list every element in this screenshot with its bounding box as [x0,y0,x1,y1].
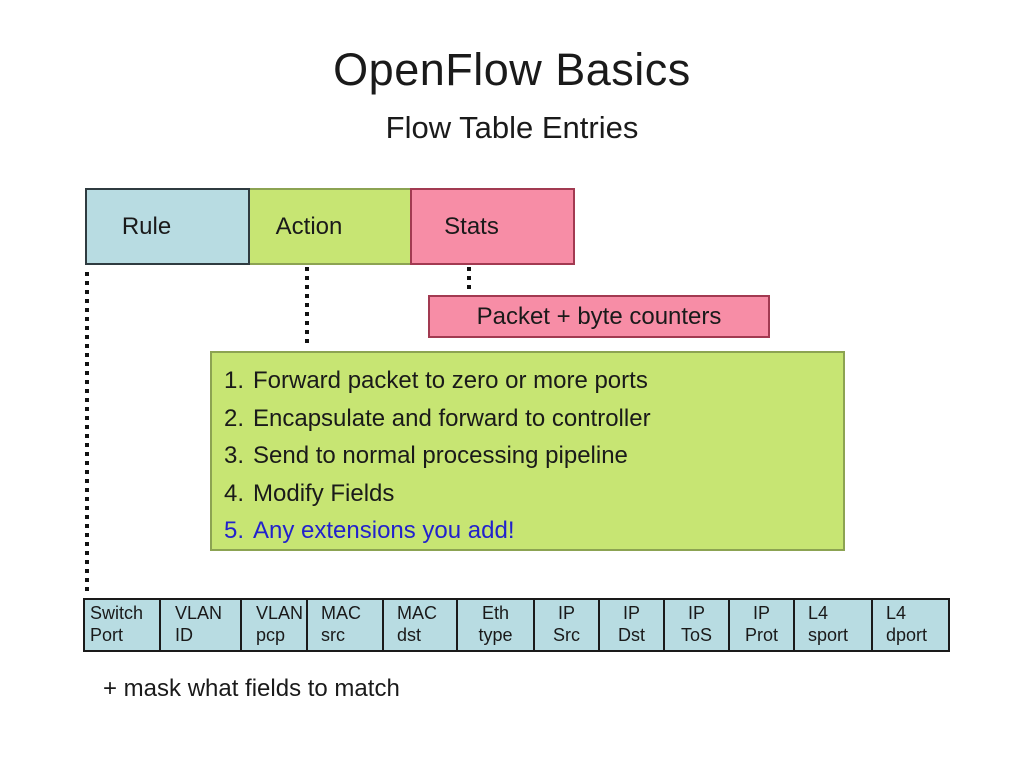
field-line: Switch [90,603,144,623]
action-item-number: 4. [224,479,245,507]
rule-connector-line [85,272,89,594]
field-cell-ip-src: IP Src [533,598,600,652]
field-line: MAC [397,603,437,623]
field-cell-mac-dst: MAC dst [382,598,458,652]
field-line: L4 [886,603,907,623]
field-line: IP [557,603,575,623]
field-line: ID [175,625,193,645]
stats-connector-line [467,267,471,294]
field-cell-eth-type: Eth type [456,598,535,652]
field-line: dst [397,625,422,645]
field-cell-switch-port: Switch Port [83,598,161,652]
field-cell-mac-src: MAC src [306,598,384,652]
action-item-text: Modify Fields [253,479,395,507]
field-cell-l4-dport: L4 dport [871,598,950,652]
field-line: IP [687,603,705,623]
field-line: MAC [321,603,361,623]
field-line: sport [808,625,849,645]
slide-subtitle: Flow Table Entries [385,110,639,145]
field-line: type [478,625,513,645]
field-line: VLAN [256,603,304,623]
action-item-text: Encapsulate and forward to controller [253,404,651,432]
action-item-number: 3. [224,442,245,469]
field-line: Port [90,625,124,645]
field-line: pcp [256,625,286,645]
field-line: Src [553,625,580,645]
field-line: Prot [744,625,778,645]
action-item-number: 2. [224,404,245,432]
field-line: Dst [618,625,645,645]
action-connector-line [305,267,309,347]
field-cell-ip-tos: IP ToS [663,598,730,652]
field-line: Eth [481,603,510,623]
field-cell-l4-sport: L4 sport [793,598,873,652]
action-item-number: 5. [224,517,245,544]
action-list-item: 3. Send to normal processing pipeline [218,437,843,475]
header-fields-row: Switch Port VLAN ID VLAN pcp MAC src MAC… [83,598,950,652]
slide-title: OpenFlow Basics [333,44,691,95]
flow-entry-row: Rule Action Stats [85,188,575,265]
field-cell-ip-dst: IP Dst [598,598,665,652]
field-line: VLAN [175,603,223,623]
rule-box: Rule [85,188,250,265]
action-label: Action [275,212,343,240]
action-list-item: 1. Forward packet to zero or more ports [218,362,843,400]
field-line: src [321,625,345,645]
action-item-text: Forward packet to zero or more ports [253,367,648,394]
packet-byte-counters-label: Packet + byte counters [476,302,722,330]
stats-label: Stats [444,212,499,240]
packet-byte-counters-box: Packet + byte counters [428,295,770,338]
field-line: IP [622,603,640,623]
action-list-box: 1. Forward packet to zero or more ports … [210,351,845,551]
action-list-item: 2. Encapsulate and forward to controller [218,400,843,438]
field-line: dport [886,625,928,645]
action-list-item-highlighted: 5. Any extensions you add! [218,512,843,550]
field-cell-ip-prot: IP Prot [728,598,795,652]
field-line: L4 [808,603,829,623]
field-cell-vlan-pcp: VLAN pcp [240,598,308,652]
stats-box: Stats [410,188,575,265]
action-item-text: Any extensions you add! [253,517,515,544]
rule-label: Rule [121,212,172,240]
action-box: Action [250,188,410,265]
mask-footnote: + mask what fields to match [103,675,400,702]
action-item-number: 1. [224,367,245,394]
field-cell-vlan-id: VLAN ID [159,598,242,652]
field-line: ToS [680,625,713,645]
action-item-text: Send to normal processing pipeline [253,442,628,469]
action-list-item: 4. Modify Fields [218,475,843,513]
field-line: IP [752,603,770,623]
